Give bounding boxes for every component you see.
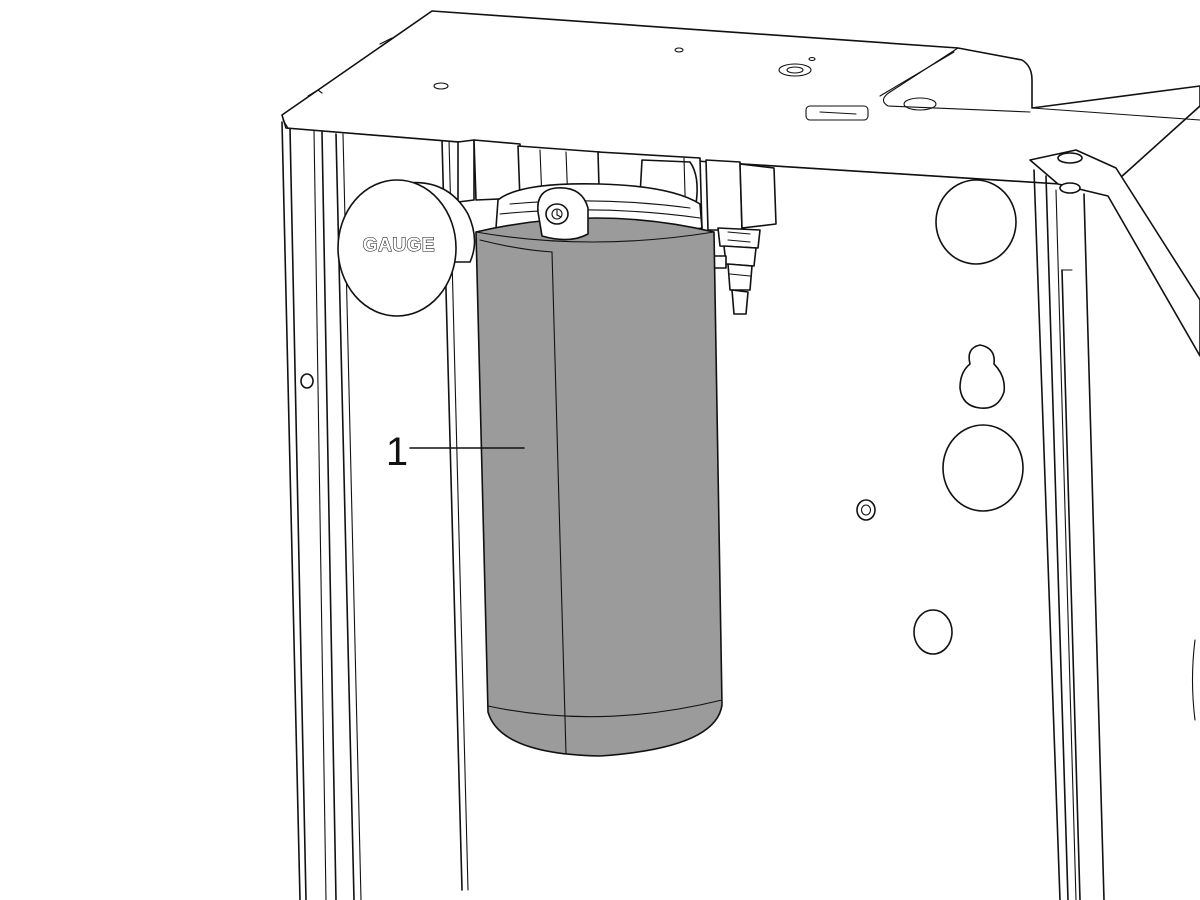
frame-hole: [300, 373, 314, 389]
hex-nut: [856, 499, 876, 521]
panel-hole-large: [942, 424, 1024, 512]
filter-cartridge: [475, 217, 723, 757]
gauge-label: GAUGE: [363, 235, 435, 256]
callout-number: 1: [386, 430, 408, 474]
panel-hole-small: [913, 609, 953, 655]
panel-hole-large: [935, 179, 1017, 265]
pressure-gauge: GAUGE: [337, 179, 476, 317]
keyhole-slot: [959, 344, 1006, 409]
collar-bolt: [537, 187, 589, 241]
callout-1: 1: [386, 430, 525, 474]
gauge-face: [337, 179, 457, 317]
top-plate-hole: [433, 82, 449, 90]
bracket-bolt: [1057, 152, 1083, 164]
cabinet-right-frame: [1029, 149, 1200, 900]
back-panel-holes: [856, 179, 1024, 655]
outlet-fitting: [713, 227, 761, 315]
